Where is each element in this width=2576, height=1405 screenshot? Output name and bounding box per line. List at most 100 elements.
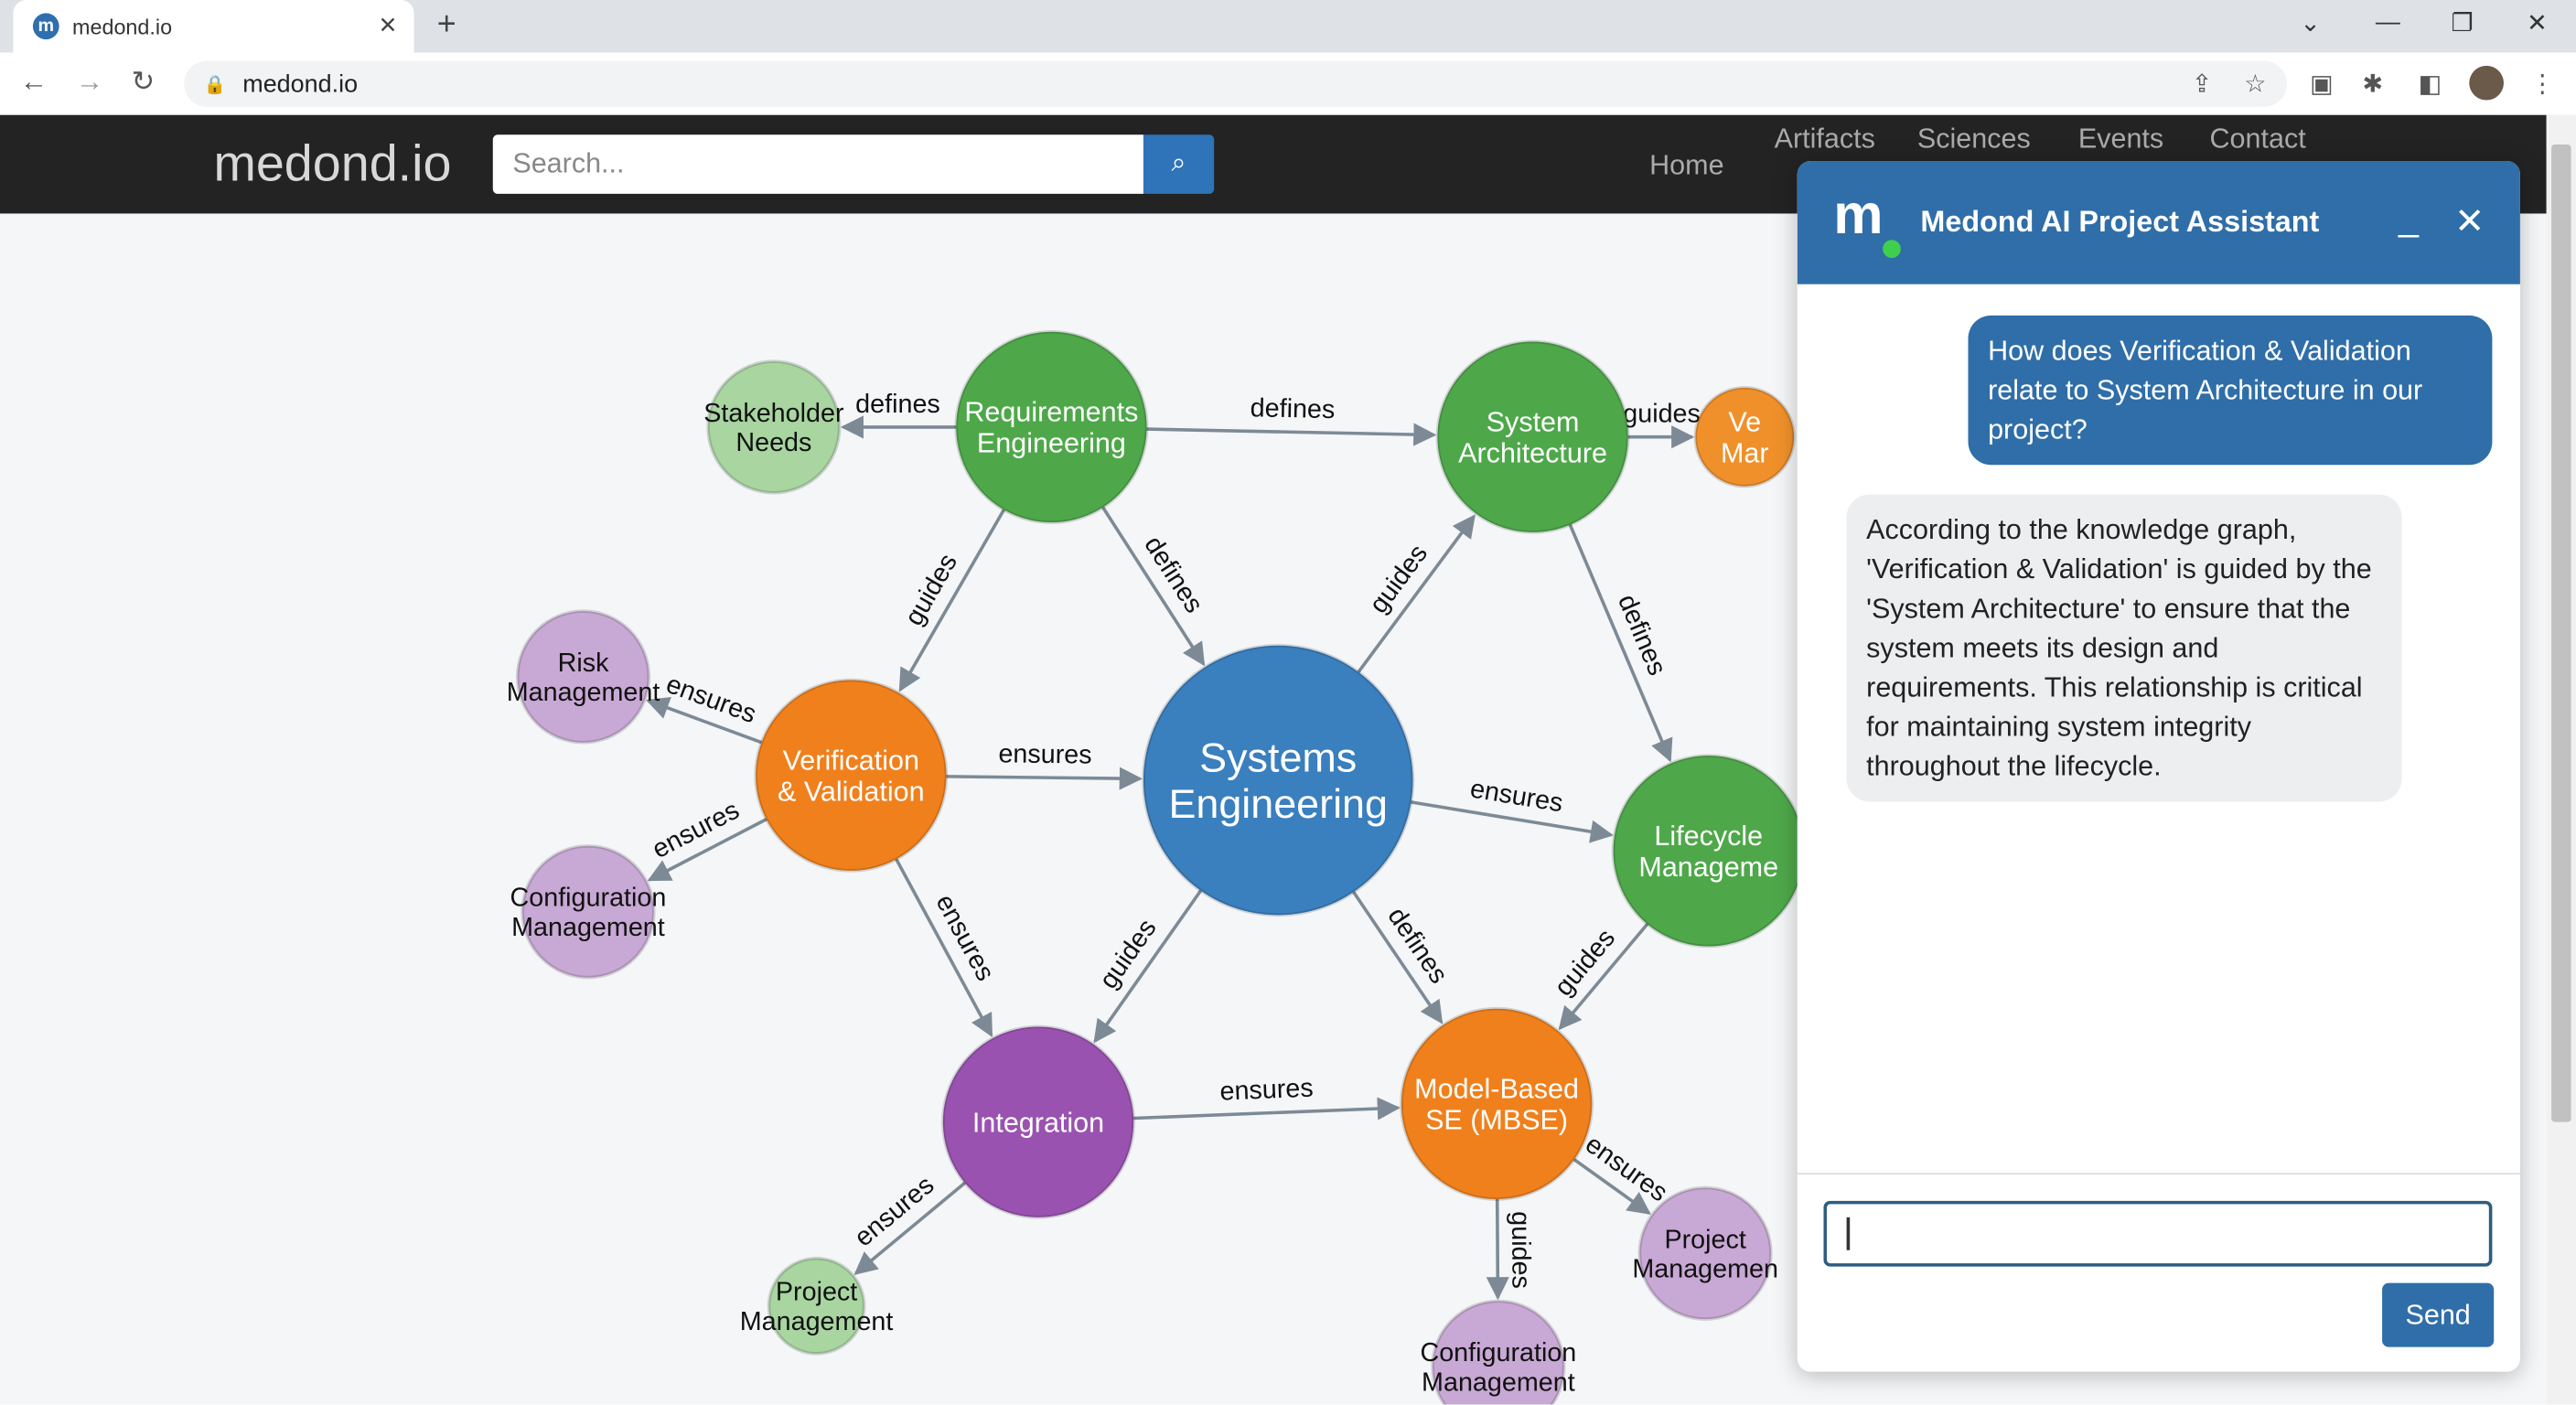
node-label: Management bbox=[740, 1307, 894, 1336]
close-window-icon[interactable]: ✕ bbox=[2527, 9, 2548, 38]
search-placeholder: Search... bbox=[512, 147, 625, 179]
node-label: Verification bbox=[783, 745, 919, 776]
edge-line bbox=[895, 858, 993, 1038]
scrollbar-thumb[interactable] bbox=[2551, 145, 2571, 1122]
graph-edge[interactable]: ensures bbox=[1411, 774, 1614, 843]
graph-node-integ[interactable]: Integration bbox=[941, 1024, 1135, 1219]
node-circle bbox=[1637, 1185, 1773, 1321]
minimize-window-icon[interactable]: — bbox=[2375, 7, 2400, 37]
nav-events[interactable]: Events bbox=[2077, 123, 2164, 155]
send-button[interactable]: Send bbox=[2382, 1282, 2495, 1347]
chat-panel: m Medond AI Project Assistant _ ✕ How do… bbox=[1797, 161, 2520, 1372]
edge-line bbox=[1133, 1097, 1401, 1121]
node-label: Systems bbox=[1199, 735, 1357, 781]
graph-edge[interactable]: ensures bbox=[647, 796, 767, 882]
profile-avatar[interactable] bbox=[2469, 65, 2504, 101]
address-bar: ← → ↻ 🔒 medond.io ⇪ ☆ ▣ ✱ ◧ ⋮ bbox=[0, 52, 2576, 117]
graph-edge[interactable]: ensures bbox=[1133, 1074, 1401, 1121]
graph-edge[interactable]: ensures bbox=[645, 670, 763, 745]
graph-edge[interactable]: ensures bbox=[895, 858, 1000, 1038]
node-circle bbox=[515, 609, 651, 745]
edge-line bbox=[1572, 1158, 1651, 1215]
restore-window-icon[interactable]: ❐ bbox=[2451, 9, 2474, 38]
graph-edge[interactable]: guides bbox=[1486, 1199, 1536, 1301]
edge-label: guides bbox=[1506, 1211, 1536, 1289]
share-icon[interactable]: ⇪ bbox=[2191, 70, 2213, 99]
node-label: Project bbox=[776, 1278, 857, 1307]
search-button[interactable]: ⌕ bbox=[1143, 134, 1215, 194]
edge-line bbox=[1568, 523, 1673, 763]
graph-edge[interactable]: guides bbox=[1623, 400, 1701, 449]
edge-label: guides bbox=[1623, 400, 1701, 429]
side-panel-icon[interactable]: ◧ bbox=[2418, 70, 2442, 99]
node-label: Stakeholder bbox=[703, 399, 844, 428]
close-tab-icon[interactable]: ✕ bbox=[378, 11, 398, 38]
node-label: Engineering bbox=[1168, 780, 1388, 827]
tab-search-icon[interactable]: ⌄ bbox=[2300, 9, 2321, 38]
browser-tab[interactable]: m medond.io ✕ bbox=[13, 0, 414, 53]
graph-edge[interactable]: guides bbox=[1549, 922, 1649, 1031]
graph-edge[interactable]: ensures bbox=[946, 739, 1143, 790]
graph-edge[interactable]: defines bbox=[1146, 393, 1437, 446]
graph-edge[interactable]: defines bbox=[840, 390, 957, 439]
nav-artifacts[interactable]: Artifacts bbox=[1774, 123, 1875, 155]
user-message: How does Verification & Validation relat… bbox=[1968, 315, 2493, 466]
reload-icon[interactable]: ↻ bbox=[131, 65, 156, 97]
edge-line bbox=[1093, 889, 1203, 1044]
lock-icon: 🔒 bbox=[203, 74, 227, 95]
graph-edge[interactable]: ensures bbox=[1572, 1130, 1673, 1215]
url-field[interactable]: 🔒 medond.io bbox=[184, 60, 2287, 107]
favicon-icon: m bbox=[32, 13, 59, 40]
minimize-chat-icon[interactable]: _ bbox=[2399, 197, 2420, 239]
nav-home[interactable]: Home bbox=[1649, 149, 1724, 181]
node-label: Integration bbox=[972, 1107, 1104, 1138]
node-label: & Validation bbox=[778, 776, 925, 807]
node-circle bbox=[1142, 644, 1415, 917]
node-circle bbox=[954, 329, 1149, 524]
site-logo[interactable]: medond.io bbox=[213, 134, 452, 193]
edge-label: defines bbox=[855, 390, 940, 419]
graph-node-vv[interactable]: Verification& Validation bbox=[754, 678, 949, 873]
edge-line bbox=[1146, 423, 1437, 446]
forward-icon[interactable]: → bbox=[75, 65, 104, 97]
graph-edge[interactable]: guides bbox=[1357, 514, 1476, 673]
new-tab-icon[interactable]: + bbox=[436, 6, 456, 43]
graph-edge[interactable]: ensures bbox=[849, 1171, 967, 1275]
close-chat-icon[interactable]: ✕ bbox=[2454, 200, 2485, 242]
edge-line bbox=[1486, 1199, 1509, 1301]
url-text: medond.io bbox=[242, 70, 359, 98]
bookmark-star-icon[interactable]: ☆ bbox=[2244, 70, 2267, 99]
nav-sciences[interactable]: Sciences bbox=[1916, 123, 2031, 155]
puzzle-icon[interactable]: ✱ bbox=[2362, 70, 2384, 99]
graph-edge[interactable]: defines bbox=[1352, 891, 1454, 1024]
chat-input[interactable] bbox=[1823, 1200, 2493, 1267]
back-icon[interactable]: ← bbox=[19, 65, 48, 97]
node-label: Model-Based bbox=[1414, 1073, 1579, 1104]
search-input[interactable]: Search... bbox=[492, 134, 1143, 194]
graph-edge[interactable]: defines bbox=[1101, 506, 1209, 667]
graph-edge[interactable]: guides bbox=[898, 509, 1005, 692]
graph-edge[interactable]: defines bbox=[1568, 523, 1673, 763]
node-label: Management bbox=[507, 678, 660, 707]
nav-contact[interactable]: Contact bbox=[2209, 123, 2306, 155]
node-label: Lifecycle bbox=[1654, 820, 1763, 852]
edge-line bbox=[853, 1181, 967, 1275]
extension-icon[interactable]: ▣ bbox=[2310, 70, 2334, 99]
page-scrollbar[interactable] bbox=[2546, 114, 2576, 1405]
graph-edge[interactable]: guides bbox=[1093, 889, 1203, 1044]
menu-icon[interactable]: ⋮ bbox=[2529, 70, 2555, 99]
